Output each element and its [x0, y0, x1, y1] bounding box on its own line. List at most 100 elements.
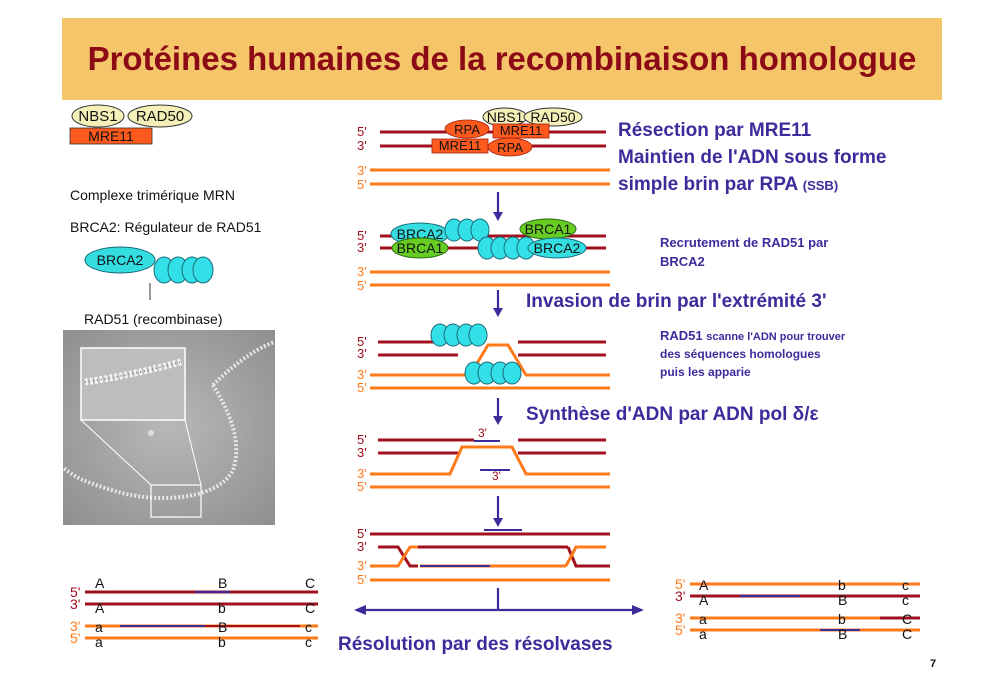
rad50-shape-center [523, 107, 583, 127]
scan-line-2: des séquences homologues [660, 347, 821, 361]
br-r1-c2: c [902, 592, 909, 608]
rad51-step3-bottom-4 [502, 361, 522, 385]
step2-label-3p: 3' [357, 240, 367, 255]
bl-label-2: 3' [70, 618, 80, 634]
bl-label-1: 3' [70, 596, 80, 612]
rad51-monomer-left-4 [192, 256, 214, 284]
mre11-shape-left [69, 127, 153, 145]
br-label-0: 5' [675, 576, 685, 592]
brca2-label-step2-left: BRCA2 [397, 226, 444, 242]
arrow-step4 [493, 518, 503, 527]
nbs1-label-center: NBS1 [487, 109, 524, 125]
resection-line-3: simple brin par RPA (SSB) [618, 174, 838, 195]
br-r2-c2: C [902, 611, 912, 627]
step1-label-5p-orange: 5' [357, 177, 367, 192]
resection-line-2: Maintien de l'ADN sous forme [618, 147, 886, 168]
brca2-label-step2-right: BRCA2 [534, 240, 581, 256]
step5-label-5p: 5' [357, 526, 367, 541]
slide-title: Protéines humaines de la recombinaison h… [87, 40, 917, 77]
brca2-shape-left [84, 246, 156, 274]
step1-label-5p: 5' [357, 124, 367, 139]
step5-label-5p-orange: 5' [357, 572, 367, 587]
step2-label-5p: 5' [357, 228, 367, 243]
bl-label-3: 5' [70, 630, 80, 646]
step2-label-3p-orange: 3' [357, 264, 367, 279]
step3-label-5p-orange: 5' [357, 380, 367, 395]
step3-label-3p: 3' [357, 346, 367, 361]
step1-label-3p-orange: 3' [357, 163, 367, 178]
step4-label-3p-orange: 3' [357, 466, 367, 481]
br-r0-c0: A [699, 577, 709, 593]
step3-label-5p: 5' [357, 334, 367, 349]
br-r3-c0: a [699, 626, 707, 642]
br-r2-c1: b [838, 611, 846, 627]
rad50-shape-left [127, 104, 193, 128]
step4-3p-top: 3' [478, 426, 487, 440]
title-band: Protéines humaines de la recombinaison h… [62, 18, 942, 100]
rpa-shape-bottom [487, 137, 533, 157]
resolution-arrow-left [354, 605, 366, 615]
nbs1-label-left: NBS1 [78, 108, 117, 125]
resolution-arrow-right [632, 605, 644, 615]
bl-r2-c0: a [95, 619, 103, 635]
nbs1-shape-left [71, 104, 125, 128]
scan-line-1: RAD51 scanne l'ADN pour trouver [660, 328, 846, 343]
bl-r0-c1: B [218, 575, 227, 591]
bl-r1-c1: b [218, 600, 226, 616]
invasion-text: Invasion de brin par l'extrémité 3' [526, 291, 826, 312]
recrutement-line-1: Recrutement de RAD51 par [660, 235, 828, 250]
step5-label-3p-orange: 3' [357, 558, 367, 573]
br-r1-c0: A [699, 592, 709, 608]
br-r2-c0: a [699, 611, 707, 627]
bl-r0-c0: A [95, 575, 105, 591]
step4-label-5p-orange: 5' [357, 479, 367, 494]
brca2-label-left: BRCA2 [97, 252, 144, 268]
brca2-regulateur-label: BRCA2: Régulateur de RAD51 [70, 219, 262, 235]
bl-r3-c1: b [218, 634, 226, 650]
br-r3-c1: B [838, 626, 847, 642]
resolution-text: Résolution par des résolvases [338, 634, 613, 655]
br-label-2: 3' [675, 610, 685, 626]
arrow-step2 [493, 308, 503, 317]
rad50-label-center: RAD50 [530, 109, 575, 125]
br-r0-c2: c [902, 577, 909, 593]
step5-label-3p: 3' [357, 539, 367, 554]
scan-line-3: puis les apparie [660, 365, 751, 379]
rad51-micrograph [62, 330, 276, 525]
arrow-step1 [493, 212, 503, 221]
bl-label-0: 5' [70, 584, 80, 600]
rpa-label-top: RPA [454, 122, 480, 137]
step2-label-5p-orange: 5' [357, 278, 367, 293]
brca1-shape-step2-left [391, 237, 449, 259]
bl-r3-c0: a [95, 634, 103, 650]
step4-label-3p: 3' [357, 445, 367, 460]
resection-line-1: Résection par MRE11 [618, 120, 812, 141]
br-label-1: 3' [675, 588, 685, 604]
rpa-shape-top [444, 119, 490, 139]
bl-r1-c0: A [95, 600, 105, 616]
bl-r2-c1: B [218, 619, 227, 635]
mre11-label-left: MRE11 [88, 128, 134, 144]
bl-r1-c2: C [305, 600, 315, 616]
micrograph-drawing [62, 330, 276, 525]
brca1-label-step2-left: BRCA1 [397, 240, 444, 256]
mre11-label-center-bottom: MRE11 [439, 138, 481, 153]
rad51-step3-top-4 [468, 323, 488, 347]
step4-label-5p: 5' [357, 432, 367, 447]
arrow-step3 [493, 416, 503, 425]
br-r0-c1: b [838, 577, 846, 593]
mre11-label-center-top: MRE11 [500, 123, 542, 138]
complexe-mrn-label: Complexe trimérique MRN [70, 187, 235, 203]
mre11-shape-center-top [492, 123, 550, 139]
brca2-shape-step2-right [527, 237, 587, 259]
synthese-text: Synthèse d'ADN par ADN pol δ/ε [526, 404, 819, 425]
bl-r2-c2: c [305, 619, 312, 635]
rpa-label-bottom: RPA [497, 140, 523, 155]
br-label-3: 5' [675, 622, 685, 638]
step4-3p-bottom: 3' [492, 469, 501, 483]
brca1-label-step2-right: BRCA1 [525, 221, 572, 237]
br-r1-c1: B [838, 592, 847, 608]
step3-label-3p-orange: 3' [357, 367, 367, 382]
